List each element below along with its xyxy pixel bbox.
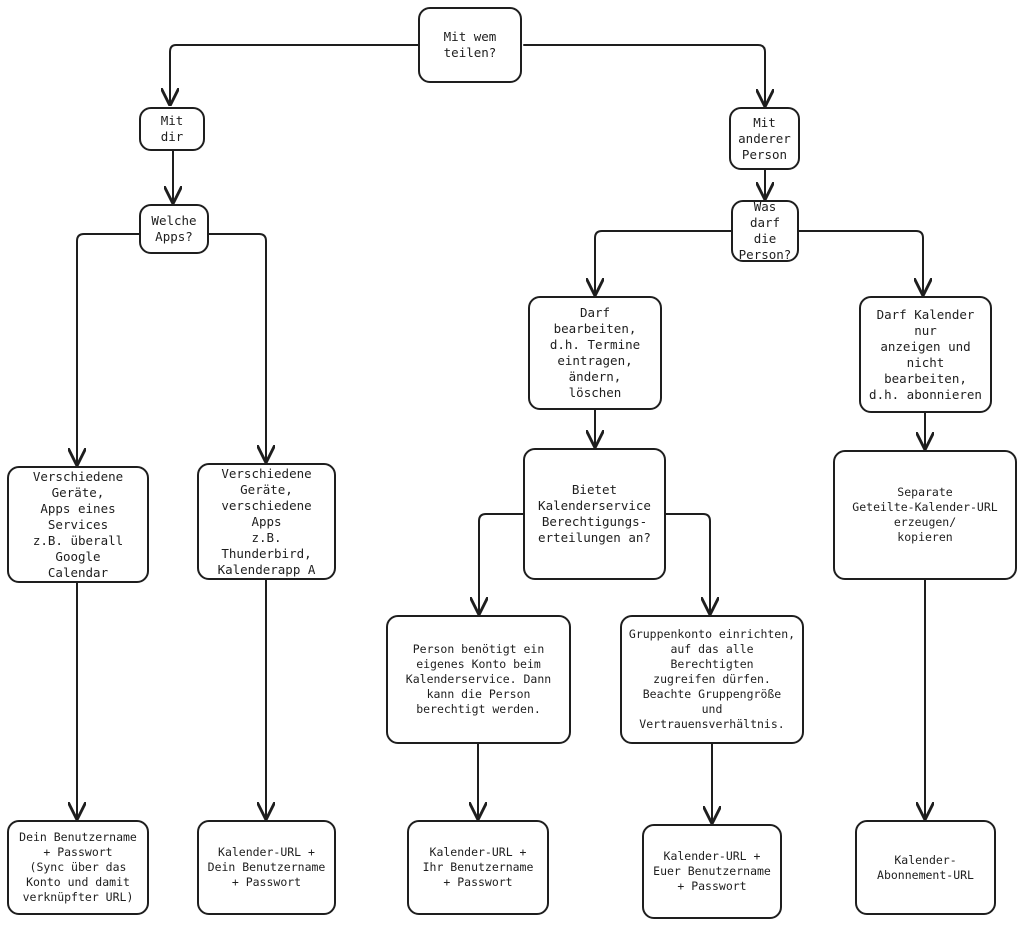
mit-anderer-person-node-text: Mit anderer Person (738, 114, 791, 162)
ergebnis-abonnement-url-node[interactable]: Kalender- Abonnement-URL (855, 820, 996, 915)
darf-bearbeiten-node-text: Darf bearbeiten, d.h. Termine eintragen,… (549, 305, 641, 400)
gruppenkonto-node-text: Gruppenkonto einrichten, auf das alle Be… (628, 627, 796, 731)
separate-url-node[interactable]: Separate Geteilte-Kalender-URL erzeugen/… (833, 450, 1017, 580)
edge-service-to-person (479, 513, 524, 613)
ergebnis-kalender-url-dein-node[interactable]: Kalender-URL + Dein Benutzername + Passw… (197, 820, 336, 915)
edge-start-to-mitdir (170, 44, 419, 104)
gruppenkonto-node[interactable]: Gruppenkonto einrichten, auf das alle Be… (620, 615, 804, 744)
darf-bearbeiten-node[interactable]: Darf bearbeiten, d.h. Termine eintragen,… (528, 296, 662, 410)
ergebnis-kalender-url-euer-node-text: Kalender-URL + Euer Benutzername + Passw… (653, 849, 771, 893)
mit-anderer-person-node[interactable]: Mit anderer Person (729, 107, 800, 170)
edge-apps-to-devices2 (208, 233, 266, 461)
ergebnis-dein-benutzername-node-text: Dein Benutzername + Passwort (Sync über … (19, 830, 137, 904)
darf-anzeigen-node-text: Darf Kalender nur anzeigen und nicht bea… (869, 306, 982, 402)
verschiedene-geraete-gleicher-service-node-text: Verschiedene Geräte, Apps eines Services… (32, 468, 124, 580)
mit-dir-node[interactable]: Mit dir (139, 107, 205, 151)
verschiedene-geraete-gleicher-service-node[interactable]: Verschiedene Geräte, Apps eines Services… (7, 466, 149, 583)
bietet-kalenderservice-node-text: Bietet Kalenderservice Berechtigungs- er… (538, 482, 651, 545)
verschiedene-geraete-verschiedene-apps-node[interactable]: Verschiedene Geräte, verschiedene Apps z… (197, 463, 336, 580)
welche-apps-node[interactable]: Welche Apps? (139, 204, 209, 254)
bietet-kalenderservice-node[interactable]: Bietet Kalenderservice Berechtigungs- er… (523, 448, 666, 580)
edge-apps-to-devices1 (77, 233, 140, 464)
welche-apps-node-text: Welche Apps? (151, 213, 197, 244)
start-node-text: Mit wem teilen? (443, 29, 497, 60)
ergebnis-kalender-url-ihr-node-text: Kalender-URL + Ihr Benutzername + Passwo… (422, 845, 534, 889)
mit-dir-node-text: Mit dir (160, 113, 184, 144)
separate-url-node-text: Separate Geteilte-Kalender-URL erzeugen/… (852, 485, 998, 544)
edge-was-to-view (798, 230, 923, 294)
was-darf-die-person-node[interactable]: Was darf die Person? (731, 199, 799, 262)
eigenes-konto-node[interactable]: Person benötigt ein eigenes Konto beim K… (386, 615, 571, 744)
start-node[interactable]: Mit wem teilen? (418, 7, 522, 83)
ergebnis-kalender-url-ihr-node[interactable]: Kalender-URL + Ihr Benutzername + Passwo… (407, 820, 549, 915)
ergebnis-abonnement-url-node-text: Kalender- Abonnement-URL (877, 852, 974, 882)
was-darf-die-person-node-text: Was darf die Person? (738, 199, 792, 262)
ergebnis-kalender-url-dein-node-text: Kalender-URL + Dein Benutzername + Passw… (207, 845, 326, 889)
darf-anzeigen-node[interactable]: Darf Kalender nur anzeigen und nicht bea… (859, 296, 992, 413)
verschiedene-geraete-verschiedene-apps-node-text: Verschiedene Geräte, verschiedene Apps z… (217, 465, 316, 577)
ergebnis-kalender-url-euer-node[interactable]: Kalender-URL + Euer Benutzername + Passw… (642, 824, 782, 919)
edge-was-to-edit (595, 230, 732, 294)
edge-start-to-other (523, 44, 765, 105)
ergebnis-dein-benutzername-node[interactable]: Dein Benutzername + Passwort (Sync über … (7, 820, 149, 915)
edge-service-to-group (665, 513, 710, 613)
eigenes-konto-node-text: Person benötigt ein eigenes Konto beim K… (405, 642, 552, 716)
